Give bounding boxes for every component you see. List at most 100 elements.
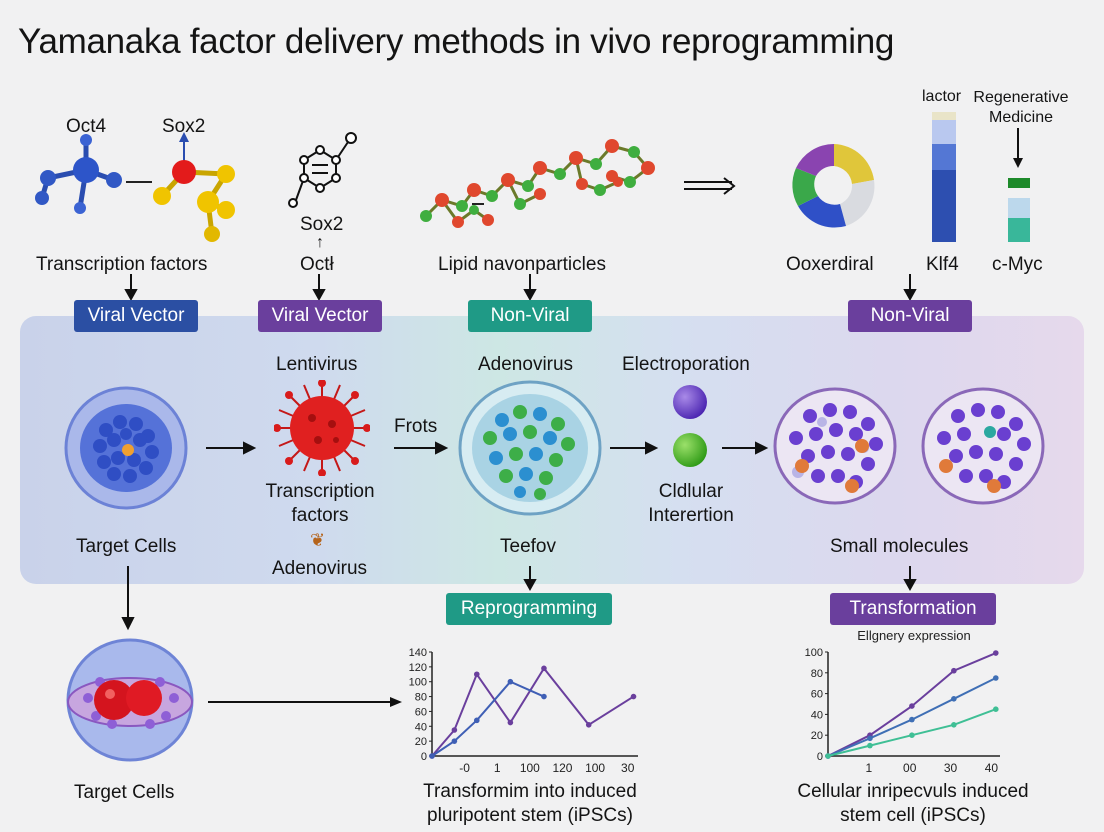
band-flow-arrows [206,441,769,455]
data-point [507,719,514,726]
left-caption-line-1: Transformim into induced [423,781,637,802]
transcription-factor-molecule-icon [35,132,235,242]
sox2-label: Sox2 [162,116,206,137]
transcription-factors-label: Transcription factors [36,254,208,275]
bottom-target-cells-label: Target Cells [74,782,175,803]
target-cell-icon [64,386,188,510]
factor-label: lactor [922,88,962,105]
x-tick-label: 100 [520,761,540,772]
data-point [993,706,999,712]
particle-icon: ❦ [310,530,326,550]
electroporation-label: Electroporation [622,354,750,375]
band-adenovirus-bottom-label: Adenovirus [272,558,368,579]
non-viral-tag-2: Non-Viral [848,300,972,332]
electroporation-spheres-icon [673,385,707,467]
data-point [951,667,957,674]
data-point [867,735,873,742]
small-molecule-cell-2-icon [921,387,1045,505]
data-point [585,722,592,728]
top-connector-arrows [124,274,917,302]
factor-level-bar [932,112,956,242]
data-point [825,753,831,759]
reprogramming-tag: Reprogramming [446,593,612,625]
teefov-label: Teefov [500,536,556,557]
regenerative-line-2: Medicine [988,109,1054,126]
x-tick-label: 00 [903,761,917,774]
klf4-label: Klf4 [926,254,959,275]
non-viral-tag-1: Non-Viral [468,300,592,332]
frots-label: Frots [394,416,438,437]
cellular-line-1: Cldlular [658,481,724,502]
y-tick-label: 40 [415,721,427,733]
data-point [993,675,999,681]
y-tick-label: 140 [409,647,427,659]
adenovirus-label: Adenovirus [478,354,574,375]
data-point [541,693,547,700]
data-point [951,696,957,702]
data-point [867,742,873,749]
viral-vector-tag-1: Viral Vector [74,300,198,332]
data-point [951,722,957,728]
x-tick-label: 30 [944,761,958,774]
right-caption-line-1: Cellular inripecvuls induced [797,781,1029,802]
y-tick-label: 100 [805,647,823,659]
data-point [909,716,915,723]
chart-title: Ellgnery expression [857,628,970,643]
data-point [541,665,547,672]
oct4-label: Oct4 [66,116,107,137]
line-molecule-icon [288,132,357,208]
band-target-cells-label: Target Cells [76,536,177,557]
data-point [451,727,458,733]
cmyc-label: c-Myc [992,254,1043,275]
x-tick-label: -0 [459,761,470,772]
lipid-nanoparticles-label: Lipid navonparticles [438,254,606,275]
y-tick-label: 100 [409,677,427,689]
data-point [473,671,480,678]
lentivirus-icon [274,380,370,476]
page-title: Yamanaka factor delivery methods in vivo… [18,22,895,61]
cmyc-level-bar [1008,178,1030,242]
band-tf-line-1: Transcription [265,481,375,502]
y-tick-label: 20 [415,736,427,748]
transformation-tag: Transformation [830,593,996,625]
double-arrow-icon [684,177,736,195]
lentivirus-label: Lentivirus [276,354,358,375]
x-tick-label: 100 [585,761,605,772]
ring-protein-icon [792,143,875,228]
x-tick-label: 1 [494,761,501,772]
left-chart-caption: Transformim into induced pluripotent ste… [390,780,670,828]
long-arrow-icon [208,697,402,707]
cellular-line-2: Interertion [648,505,734,526]
small-molecule-cell-1-icon [773,387,897,505]
data-point [473,717,480,724]
data-point [451,738,458,744]
oct4-secondary-label: Octł [300,254,334,275]
x-tick-label: 30 [621,761,635,772]
series-line [431,666,635,757]
cellular-interaction-label: Cldlular Interertion [618,480,764,528]
x-tick-label: 120 [552,761,572,772]
y-tick-label: 80 [415,692,427,704]
lower-connector-arrows [121,566,917,631]
right-chart-caption: Cellular inripecvuls induced stem cell (… [778,780,1048,828]
right-caption-line-2: stem cell (iPSCs) [840,805,986,826]
y-tick-label: 60 [415,706,427,718]
y-tick-label: 40 [811,709,823,721]
series-line [431,680,545,757]
sox2-secondary-label: Sox2 [300,214,344,235]
y-tick-label: 0 [817,751,823,763]
band-tf-line-2: factors [291,505,349,526]
x-tick-label: 40 [985,761,999,774]
y-tick-label: 60 [811,689,823,701]
data-point [993,650,999,656]
band-transcription-factors-label: Transcription factors [250,480,390,528]
x-tick-label: 1 [866,761,873,774]
regenerative-medicine-label: Regenerative Medicine [966,88,1076,128]
data-point [909,703,915,709]
data-point [429,753,435,759]
y-tick-label: 0 [421,751,427,763]
small-molecules-label: Small molecules [830,536,969,557]
left-caption-line-2: pluripotent stem (iPSCs) [427,805,633,826]
